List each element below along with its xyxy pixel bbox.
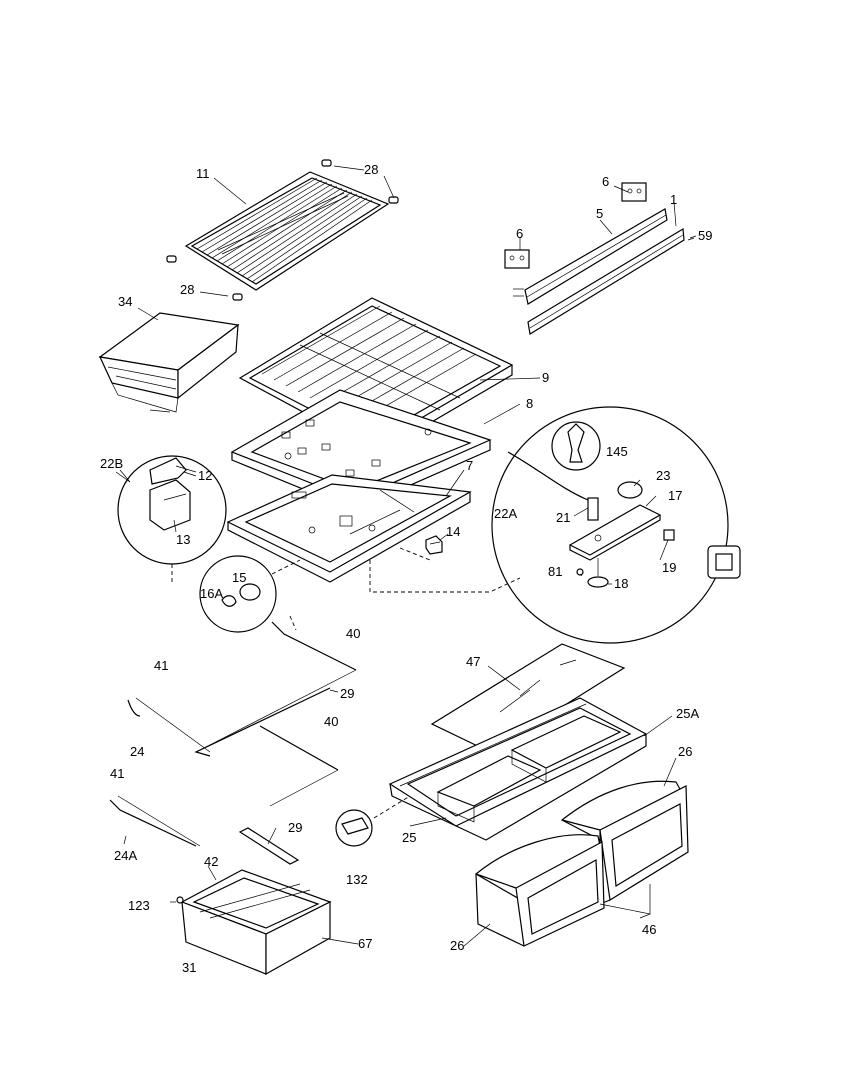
storage-basket — [98, 312, 240, 413]
callout-81: 81 — [548, 564, 562, 579]
callout-40-bottom: 40 — [324, 714, 338, 729]
callout-123: 123 — [128, 898, 150, 913]
callout-40-top: 40 — [346, 626, 360, 641]
callout-11: 11 — [196, 166, 210, 181]
detail-circle-132 — [335, 809, 373, 847]
callout-1: 1 — [670, 192, 677, 207]
callout-8: 8 — [526, 396, 533, 411]
crisper-drawer-right — [560, 780, 689, 905]
callout-9: 9 — [542, 370, 549, 385]
callout-17: 17 — [668, 488, 682, 503]
callout-22a: 22A — [494, 506, 517, 521]
callout-13: 13 — [176, 532, 190, 547]
callout-6-top: 6 — [602, 174, 609, 189]
callout-25: 25 — [402, 830, 416, 845]
callout-21: 21 — [556, 510, 570, 525]
callout-42: 42 — [204, 854, 218, 869]
callout-5: 5 — [596, 206, 603, 221]
detail-circle-145 — [491, 406, 729, 644]
callout-6-left: 6 — [516, 226, 523, 241]
callout-46: 46 — [642, 922, 656, 937]
callout-24: 24 — [130, 744, 144, 759]
crisper-frame — [226, 474, 472, 583]
callout-31: 31 — [182, 960, 196, 975]
callout-41-bottom: 41 — [110, 766, 124, 781]
callout-28-bottom: 28 — [180, 282, 194, 297]
callout-29-top: 29 — [340, 686, 354, 701]
deli-drawer — [176, 869, 332, 976]
callout-14: 14 — [446, 524, 460, 539]
detail-circle-15 — [199, 555, 277, 633]
callout-47: 47 — [466, 654, 480, 669]
callout-12: 12 — [198, 468, 212, 483]
crisper-rails-upper — [127, 621, 357, 757]
callout-labels: 11 28 28 6 5 1 59 6 34 9 8 7 22B 12 13 1… — [100, 162, 712, 975]
crisper-cover-frame — [388, 697, 648, 841]
callout-145: 145 — [606, 444, 628, 459]
callout-25a: 25A — [676, 706, 699, 721]
shelf-rail — [504, 182, 695, 335]
switch-part — [707, 545, 741, 579]
callout-7: 7 — [466, 458, 473, 473]
callout-26-left: 26 — [450, 938, 464, 953]
callout-26-right: 26 — [678, 744, 692, 759]
crisper-drawer-left — [474, 834, 605, 947]
callout-22b: 22B — [100, 456, 123, 471]
callout-24a: 24A — [114, 848, 137, 863]
callout-16a: 16A — [200, 586, 223, 601]
leader-lines — [171, 547, 521, 819]
glass-shelf — [430, 643, 626, 753]
callout-29-bottom: 29 — [288, 820, 302, 835]
callout-19: 19 — [662, 560, 676, 575]
callout-132: 132 — [346, 872, 368, 887]
callout-67: 67 — [358, 936, 372, 951]
clip-part — [425, 535, 443, 555]
shelf-support-pegs — [166, 159, 399, 301]
callout-15: 15 — [232, 570, 246, 585]
callout-59: 59 — [698, 228, 712, 243]
callout-28-top: 28 — [364, 162, 378, 177]
callout-41-top: 41 — [154, 658, 168, 673]
callout-23: 23 — [656, 468, 670, 483]
callout-leaders — [115, 165, 697, 947]
crisper-rails-lower — [109, 725, 339, 865]
callout-34: 34 — [118, 294, 132, 309]
wire-shelf — [184, 171, 390, 291]
callout-18: 18 — [614, 576, 628, 591]
